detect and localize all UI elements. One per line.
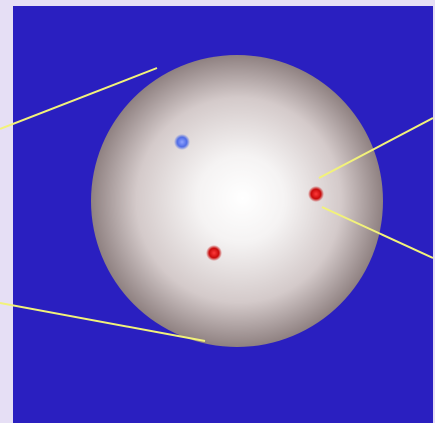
leader-line-lower-right bbox=[321, 206, 434, 259]
leader-line-upper-right bbox=[318, 117, 434, 179]
blue-dot bbox=[174, 134, 190, 150]
page-background-left bbox=[0, 0, 13, 423]
page-background-right bbox=[433, 0, 435, 423]
leader-line-upper-left bbox=[0, 67, 158, 130]
red-dot-lower bbox=[206, 245, 222, 261]
page-background-top bbox=[0, 0, 435, 6]
red-dot-right bbox=[308, 186, 324, 202]
sphere bbox=[91, 55, 383, 347]
leader-line-lower-left bbox=[0, 302, 206, 342]
